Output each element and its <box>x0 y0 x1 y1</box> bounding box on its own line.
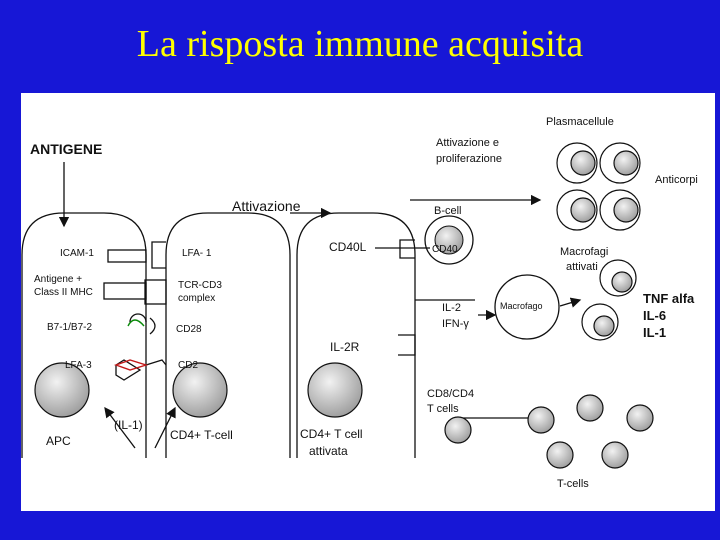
cd28-label: CD28 <box>176 324 202 335</box>
antigene-mhc-label-2: Class II MHC <box>34 287 93 298</box>
lfa3-label: LFA-3 <box>65 360 92 371</box>
activated-macrophages <box>581 259 637 341</box>
tcr-label-2: complex <box>178 293 216 304</box>
b7-label: B7-1/B7-2 <box>47 322 93 333</box>
b7-receptor <box>129 313 147 323</box>
mhc-receptor <box>103 282 147 300</box>
cd8-cd4-label-2: T cells <box>427 403 459 415</box>
diagram-panel <box>21 93 715 511</box>
il6-label: IL-6 <box>643 308 667 323</box>
lfa1-label: LFA- 1 <box>182 248 212 259</box>
anticorpi-label: Anticorpi <box>655 174 698 186</box>
proliferazione-label-2: proliferazione <box>436 153 503 165</box>
macrofagi-label-1: Macrofagi <box>560 246 609 258</box>
cd4-nucleus <box>172 362 228 418</box>
cd40-receptor <box>399 239 415 259</box>
cd8-cd4-label-1: CD8/CD4 <box>427 388 475 400</box>
icam1-receptor <box>107 249 147 263</box>
t-cells-label: T-cells <box>557 478 589 490</box>
b-cell <box>424 215 474 265</box>
cd40-label: CD40 <box>432 244 458 255</box>
cd40l-label: CD40L <box>329 240 367 254</box>
tcr-label-1: TCR-CD3 <box>178 280 222 291</box>
lfa3-receptor <box>115 359 142 381</box>
antigene-mhc-label-1: Antigene + <box>34 274 83 285</box>
cd4-activated-label-1: CD4+ T cell <box>300 427 363 441</box>
t-cells-cluster <box>444 394 654 469</box>
attivazione-label: Attivazione <box>232 198 301 214</box>
icam1-label: ICAM-1 <box>60 248 94 259</box>
cd2-label: CD2 <box>178 360 199 371</box>
b7-green <box>127 319 145 327</box>
cd4-activated-cell <box>296 212 416 458</box>
cd2-receptor <box>145 359 167 366</box>
lfa3-red <box>113 359 149 371</box>
tnf-label: TNF alfa <box>643 291 695 306</box>
plasma-cells <box>556 142 641 231</box>
macrofago-cell <box>494 274 560 340</box>
il1-arrow-right <box>154 406 176 449</box>
il1-right-label: IL-1 <box>643 325 667 340</box>
proliferazione-label-1: Attivazione e <box>436 137 499 149</box>
macrofagi-label-2: attivati <box>566 261 598 273</box>
cd4-activated-nucleus <box>307 362 363 418</box>
cd4-activated-label-2: attivata <box>309 444 348 458</box>
il2-label: IL-2 <box>442 302 461 314</box>
apc-cell <box>21 212 147 458</box>
il2r-receptor <box>398 334 416 356</box>
il2r-label: IL-2R <box>330 340 360 354</box>
plasmacellule-label: Plasmacellule <box>546 116 614 128</box>
slide-title: La risposta immune acquisita <box>136 23 584 65</box>
antigene-label: ANTIGENE <box>30 141 103 157</box>
b-cell-label: B-cell <box>434 205 462 217</box>
cd28-receptor <box>149 317 156 335</box>
tcr-receptor <box>144 279 167 305</box>
b-cell-nucleus <box>434 225 464 255</box>
cd4-t-cell <box>165 212 291 458</box>
ifn-label: IFN-γ <box>442 318 469 330</box>
il1-arrow-left <box>104 406 136 449</box>
apc-label: APC <box>46 434 71 448</box>
lfa1-receptor <box>151 241 166 269</box>
apc-nucleus <box>34 362 90 418</box>
cd4-t-label: CD4+ T-cell <box>170 428 233 442</box>
macrofago-label: Macrofago <box>500 301 543 311</box>
il1-mid-label: (IL-1) <box>114 418 143 432</box>
macrofago-to-activated-arrow <box>559 297 582 308</box>
